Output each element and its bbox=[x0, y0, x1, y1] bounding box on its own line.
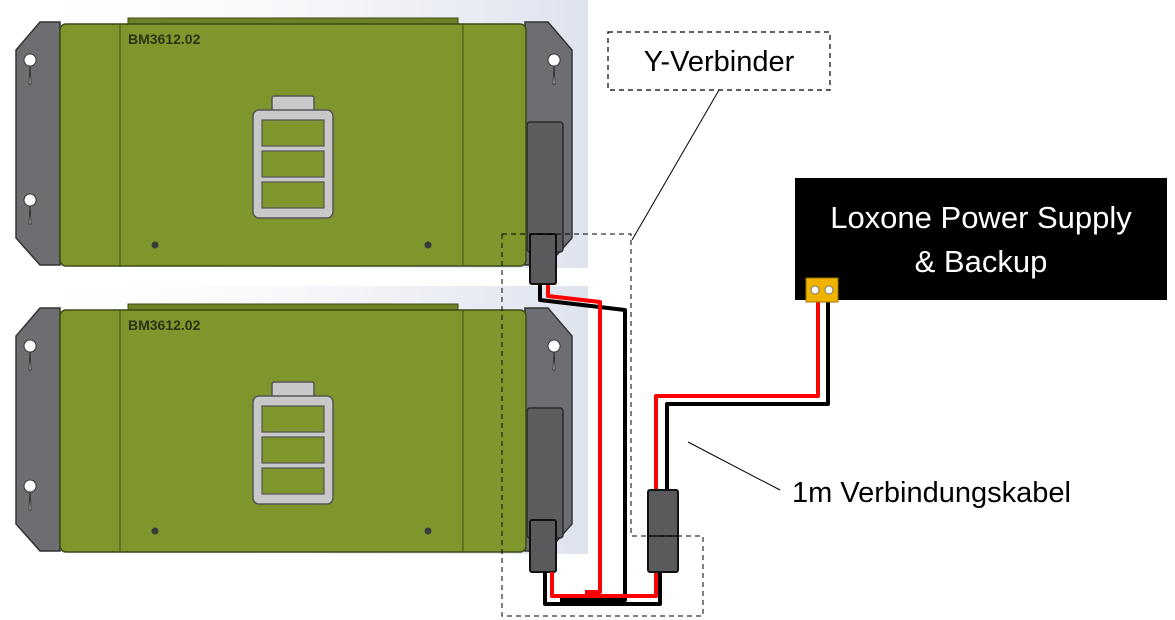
keyhole-icon bbox=[23, 339, 37, 371]
module-model-label: BM3612.02 bbox=[128, 31, 201, 47]
keyhole-icon bbox=[23, 193, 37, 225]
wire-positive bbox=[654, 300, 820, 492]
y-connector-wiring bbox=[538, 284, 830, 606]
callout-box bbox=[607, 31, 831, 91]
terminal-screw-icon bbox=[824, 285, 834, 295]
callout-cable-text: 1m Verbindungskabel bbox=[792, 477, 1071, 509]
left-bracket bbox=[15, 307, 61, 552]
battery-module-2: BM3612.02 bbox=[0, 286, 588, 573]
wire-positive bbox=[546, 284, 602, 594]
keyhole-icon bbox=[547, 53, 561, 85]
screw-icon bbox=[424, 241, 432, 249]
module-plug bbox=[529, 519, 557, 573]
power-supply-label-line1: Loxone Power Supply bbox=[830, 200, 1132, 235]
battery-module-1: BM3612.02 bbox=[0, 0, 588, 285]
callout-cable: 1m Verbindungskabel bbox=[687, 441, 1071, 509]
keyhole-icon bbox=[23, 53, 37, 85]
callout-leader-line bbox=[687, 441, 781, 491]
callout-leader-line bbox=[631, 89, 720, 241]
screw-icon bbox=[151, 241, 159, 249]
wire-negative bbox=[538, 284, 627, 602]
wire-negative bbox=[665, 300, 830, 492]
screw-icon bbox=[424, 527, 432, 535]
keyhole-icon bbox=[547, 339, 561, 371]
power-supply-box bbox=[795, 178, 1167, 300]
callout-y-connector: Y-Verbinder bbox=[607, 31, 831, 241]
power-supply: Loxone Power Supply & Backup bbox=[795, 178, 1167, 303]
callout-y-connector-text: Y-Verbinder bbox=[644, 46, 795, 78]
screw-icon bbox=[151, 527, 159, 535]
y-connector-plug bbox=[647, 489, 679, 573]
terminal-screw-icon bbox=[810, 285, 820, 295]
power-supply-label-line2: & Backup bbox=[915, 244, 1048, 279]
module-plug bbox=[529, 233, 557, 285]
keyhole-icon bbox=[23, 479, 37, 511]
wire-negative bbox=[543, 572, 662, 606]
battery-icon bbox=[252, 95, 334, 219]
battery-icon bbox=[252, 381, 334, 505]
y-connector-outline bbox=[501, 233, 704, 617]
connector-housing bbox=[526, 121, 564, 253]
wire-positive bbox=[550, 572, 658, 598]
module-model-label: BM3612.02 bbox=[128, 317, 201, 333]
left-bracket bbox=[15, 21, 61, 266]
connector-housing bbox=[526, 407, 564, 539]
